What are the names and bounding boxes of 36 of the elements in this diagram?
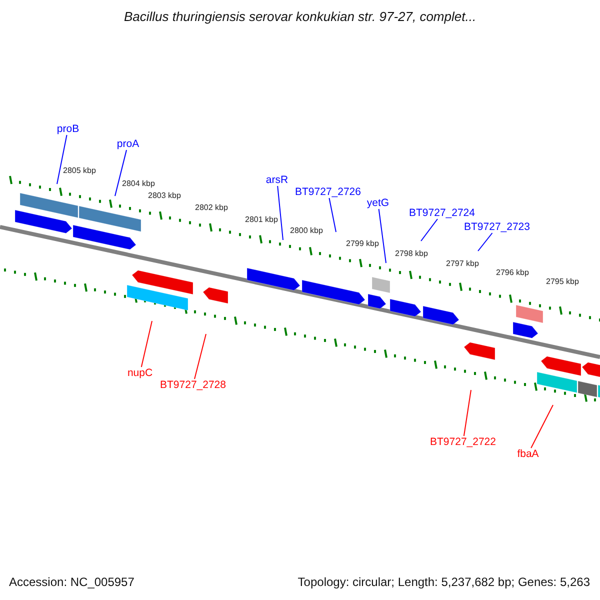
leader-line — [463, 390, 472, 436]
gene-label: nupC — [127, 367, 153, 379]
scale-label: 2795 kbp — [546, 277, 579, 286]
leader-line — [378, 208, 386, 264]
gene-label: proA — [116, 138, 140, 150]
leader-line — [328, 198, 336, 232]
gene-label: fbaA — [517, 448, 539, 460]
gene-label: BT9727_2723 — [464, 221, 530, 233]
scale-label: 2797 kbp — [446, 259, 479, 268]
leader-line — [194, 334, 206, 380]
scale-label: 2802 kbp — [195, 203, 228, 212]
leader-line — [56, 134, 68, 184]
footer-text: Accession: NC_005957 — [9, 575, 134, 589]
gene-label: proB — [56, 123, 80, 135]
scale-label: 2799 kbp — [346, 239, 379, 248]
map-title: Bacillus thuringiensis serovar konkukian str. 97-27, complet... — [122, 9, 478, 24]
gene-label: BT9727_2728 — [160, 379, 226, 391]
scale-label: 2796 kbp — [496, 268, 529, 277]
gene-label: BT9727_2726 — [295, 186, 361, 198]
leader-line — [420, 218, 438, 242]
leader-line — [140, 320, 152, 368]
leader-line — [530, 404, 554, 448]
scale-label: 2805 kbp — [63, 166, 96, 175]
scale-label: 2800 kbp — [290, 226, 323, 235]
scale-label: 2803 kbp — [148, 191, 181, 200]
scale-label: 2804 kbp — [122, 179, 155, 188]
gene-label: BT9727_2722 — [430, 436, 496, 448]
gene-label: arsR — [266, 174, 288, 186]
footer-text: Topology: circular; Length: 5,237,682 bp; Genes: 5,263 — [298, 575, 590, 589]
leader-line — [277, 186, 284, 240]
gene-label: yetG — [366, 197, 390, 209]
gene-label: BT9727_2724 — [409, 207, 475, 219]
scale-label: 2801 kbp — [245, 215, 278, 224]
leader-line — [478, 232, 493, 252]
leader-line — [114, 150, 127, 196]
scale-label: 2798 kbp — [395, 249, 428, 258]
